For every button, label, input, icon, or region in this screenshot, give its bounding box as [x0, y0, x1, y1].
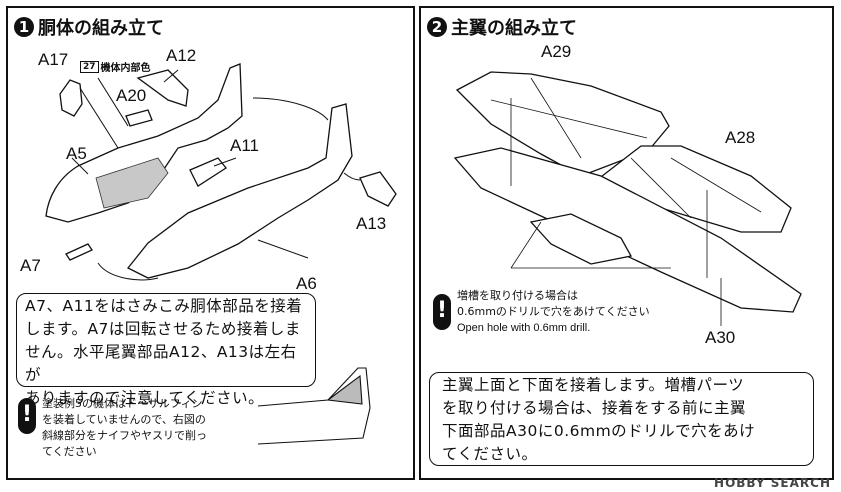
label-a7: A7: [20, 256, 41, 275]
drop-tank-rack: [529, 213, 633, 265]
drill-warning-icon: !: [433, 294, 451, 330]
label-a6: A6: [296, 274, 317, 293]
wing-diagram: [453, 71, 802, 326]
paint-number: 27: [80, 60, 99, 73]
label-a20: A20: [116, 86, 147, 105]
warning-icon: !: [18, 398, 36, 434]
paint-color-tag: 27 機体内部色: [80, 59, 151, 74]
label-a12: A12: [166, 46, 197, 65]
right-fuselage-half: [126, 103, 353, 279]
part-a29: [455, 71, 670, 177]
step-2-title-text: 主翼の組み立て: [451, 18, 577, 39]
label-a13: A13: [356, 214, 387, 233]
label-a29: A29: [541, 42, 572, 61]
label-a30: A30: [705, 328, 736, 347]
part-a17: [59, 79, 83, 117]
step-1-number: 1: [14, 17, 34, 37]
fuselage-note-line-3: せん。水平尾翼部品A12、A13は左右が: [25, 343, 297, 384]
step-1-title-text: 胴体の組み立て: [38, 18, 164, 39]
step-2-title: 2 主翼の組み立て: [427, 14, 577, 40]
drill-note-line-2: 0.6mmのドリルで穴をあけてください: [457, 305, 650, 318]
wing-note-line-2: を取り付ける場合は、接着をする前に主翼: [442, 399, 747, 417]
dorsal-warning-line-1: 塗装例5の機体はドーサルフィン: [42, 397, 203, 410]
drill-note-line-3: Open hole with 0.6mm drill.: [457, 322, 591, 334]
label-a17: A17: [38, 50, 69, 69]
label-a28: A28: [725, 128, 756, 147]
fuselage-note-line-1: A7、A11をはさみこみ胴体部品を接着: [25, 297, 303, 315]
fuselage-note-box: A7、A11をはさみこみ胴体部品を接着 します。A7は回転させるため接着しま せ…: [16, 293, 316, 407]
paint-label: 機体内部色: [100, 63, 151, 74]
wing-note-box: 主翼上面と下面を接着します。増槽パーツ を取り付ける場合は、接着をする前に主翼 …: [429, 372, 814, 466]
drill-note: 増槽を取り付ける場合は 0.6mmのドリルで穴をあけてください Open hol…: [457, 288, 650, 336]
wing-assembly-panel: 2 主翼の組み立て A29 A28 A30 ! 増槽を取り付: [419, 6, 834, 480]
dorsal-warning-line-3: 斜線部分をナイフやヤスリで削っ: [42, 429, 207, 442]
wing-note-line-3: 下面部品A30に0.6mmのドリルで穴をあけ: [442, 422, 756, 440]
part-a7: [65, 243, 93, 261]
dorsal-warning-line-4: てください: [42, 445, 97, 458]
part-a28: [595, 145, 792, 233]
part-a13: [359, 171, 397, 207]
fuselage-assembly-panel: 1 胴体の組み立て: [6, 6, 415, 480]
label-a11: A11: [230, 136, 259, 155]
step-2-number: 2: [427, 17, 447, 37]
wing-note-line-4: てください。: [442, 445, 538, 463]
part-a12: [136, 69, 189, 107]
step-1-title: 1 胴体の組み立て: [14, 14, 164, 40]
wing-note-line-1: 主翼上面と下面を接着します。増槽パーツ: [442, 376, 745, 394]
dorsal-fin-warning: 塗装例5の機体はドーサルフィン を装着していませんので、右図の 斜線部分をナイフ…: [42, 396, 207, 460]
watermark: HOBBY SEARCH: [714, 476, 831, 490]
fuselage-note-line-4: ありますので注意してください。: [25, 389, 265, 407]
part-a20: [125, 109, 153, 127]
label-a5: A5: [66, 144, 87, 163]
dorsal-warning-line-2: を装着していませんので、右図の: [42, 413, 206, 426]
drill-note-line-1: 増槽を取り付ける場合は: [457, 289, 578, 302]
fuselage-note-line-2: します。A7は回転させるため接着しま: [25, 320, 301, 338]
part-a30: [453, 147, 802, 313]
fuselage-diagram: [45, 63, 397, 445]
part-a11: [189, 157, 227, 187]
